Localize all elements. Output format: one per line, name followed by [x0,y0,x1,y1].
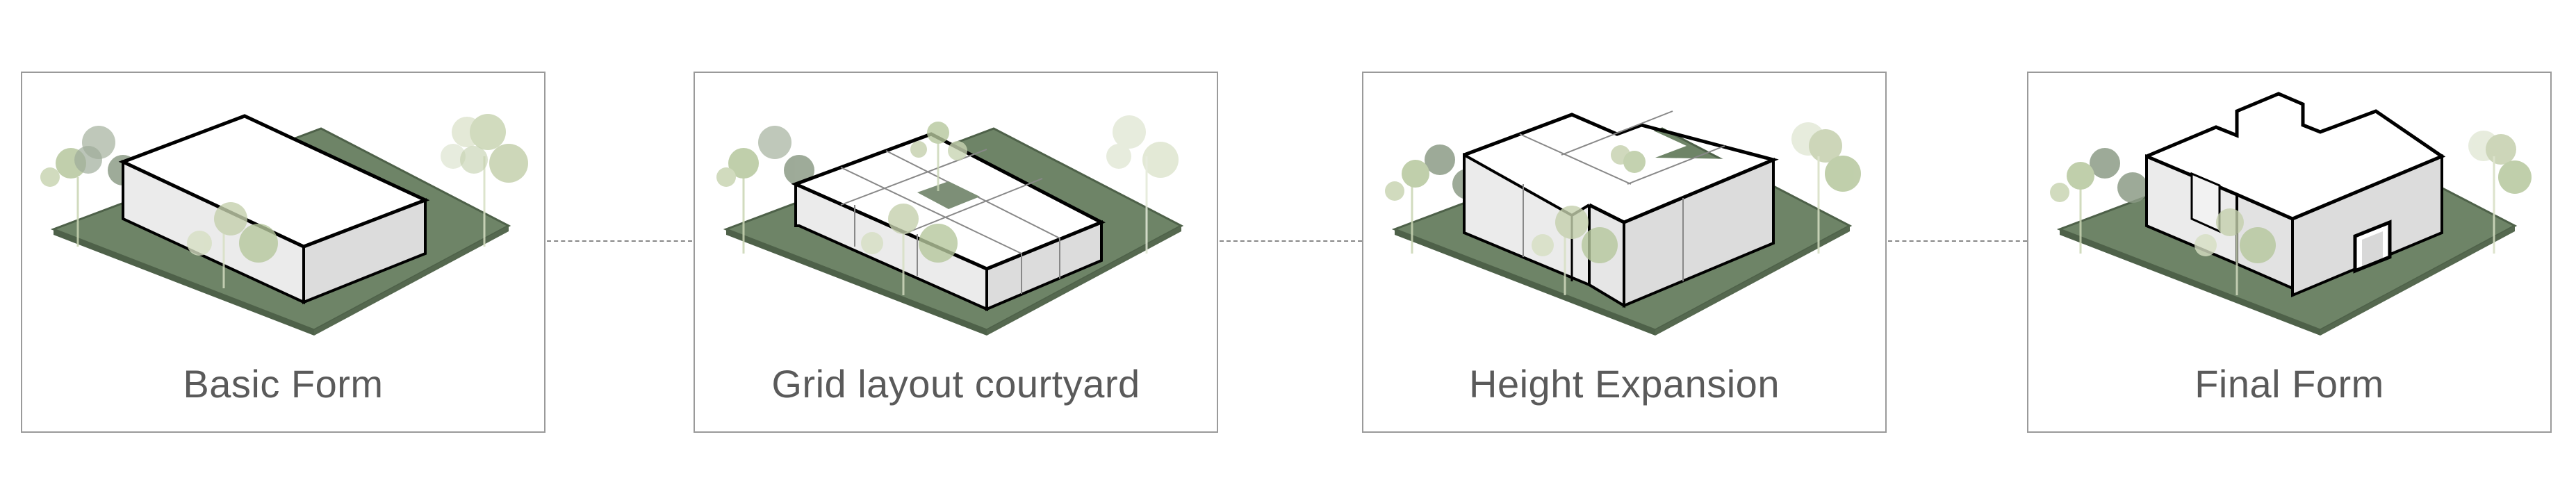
dashed-connector [1888,240,2027,242]
trees-front [861,122,967,295]
height-expansion-diagram [1385,110,1861,336]
trees-front [2194,208,2276,295]
step-caption: Basic Form [183,362,384,406]
courtyard-void [917,181,980,209]
step-panel-basic-form: Basic Form [21,72,545,433]
trees-back [40,114,528,247]
step-caption: Height Expansion [1469,362,1780,406]
step-caption: Grid layout courtyard [771,362,1140,406]
step-panel-grid-courtyard: Grid layout courtyard [694,72,1218,433]
dashed-connector [547,240,692,242]
grid-courtyard-diagram [716,115,1184,336]
building-mass [118,114,430,305]
trees-back [2050,131,2532,254]
step-panel-final-form: Final Form [2027,72,2552,433]
step-panel-height-expansion: Height Expansion [1362,72,1887,433]
step-caption: Final Form [2194,362,2384,406]
trees-front [187,202,278,288]
trees-front [1532,145,1646,295]
basic-form-diagram [40,114,528,336]
building-grid [791,132,1106,312]
trees-back [716,115,1179,254]
dashed-connector [1220,240,1362,242]
final-form-diagram [2050,92,2532,336]
